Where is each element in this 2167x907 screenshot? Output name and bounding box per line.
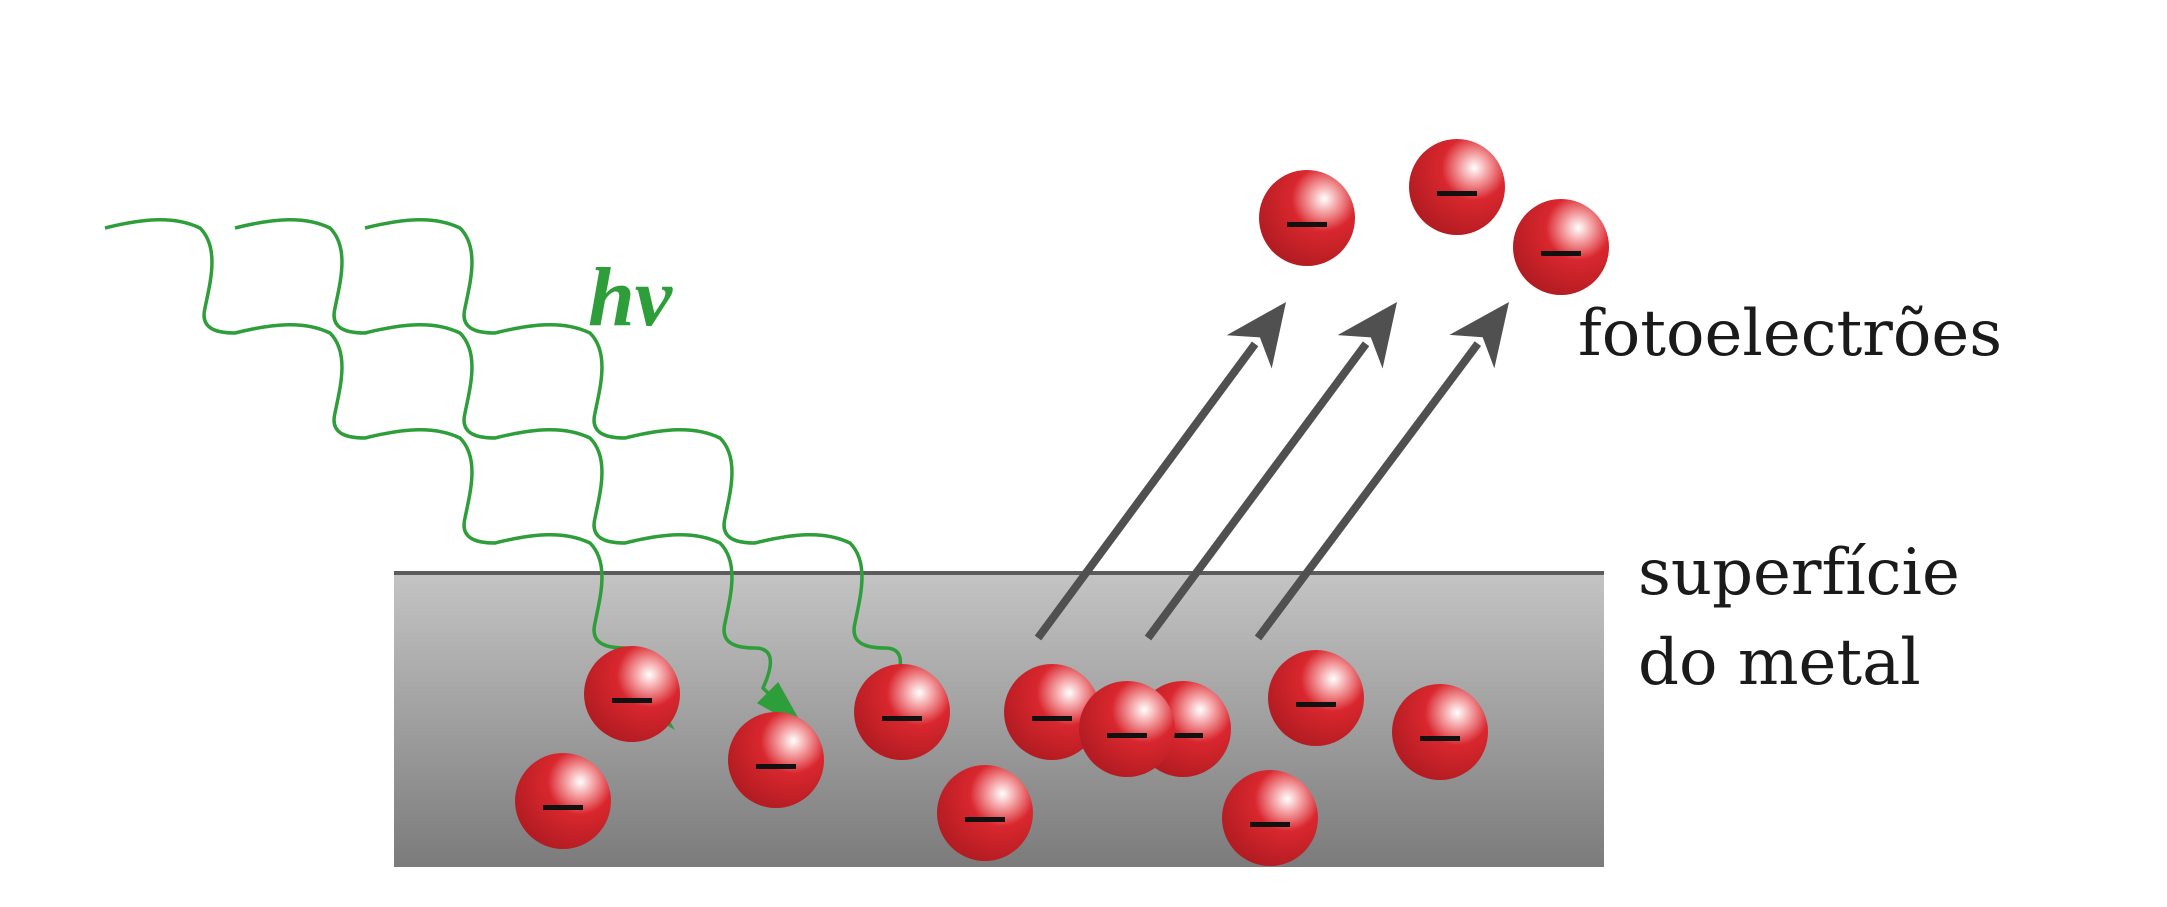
bound-electron-6 (937, 765, 1033, 861)
bound-electron-3-sphere (728, 712, 824, 808)
bound-electron-8-charge-sign (1296, 702, 1336, 707)
emitted-electron-2-charge-sign (1437, 191, 1477, 196)
emitted-electron-3-charge-sign (1541, 251, 1581, 256)
emission-arrow-shaft-1 (1034, 341, 1259, 641)
emitted-electron-1 (1259, 170, 1355, 266)
bound-electron-3 (728, 712, 824, 808)
emitted-electron-1-sphere (1259, 170, 1355, 266)
bound-electron-1-charge-sign (612, 698, 652, 703)
bound-electron-9 (1392, 684, 1488, 780)
photon-wave-2 (234, 218, 795, 720)
emission-arrowhead-3 (1449, 302, 1509, 369)
bound-electron-4-sphere (854, 664, 950, 760)
bound-electron-7-charge-sign (1163, 733, 1203, 738)
emitted-electron-2 (1409, 139, 1505, 235)
emission-arrow-shaft-2 (1144, 341, 1370, 641)
photon-wave-3 (364, 218, 925, 720)
bound-electron-10 (1222, 770, 1318, 866)
bound-electron-6-charge-sign (965, 817, 1005, 822)
bound-electron-5-sphere (1004, 664, 1100, 760)
bound-electron-4-charge-sign (882, 716, 922, 721)
bound-electron-5 (1004, 664, 1100, 760)
bound-electron-8-sphere (1268, 650, 1364, 746)
emitted-electron-2-sphere (1409, 139, 1505, 235)
photon-wave-1 (104, 218, 665, 720)
electrons (515, 139, 1609, 866)
photoelectrons-label: fotoelectrões (1578, 297, 2002, 371)
bound-electron-11-charge-sign (1107, 733, 1147, 738)
bound-electron-3-charge-sign (756, 764, 796, 769)
bound-electron-4 (854, 664, 950, 760)
bound-electron-11 (1079, 681, 1175, 777)
bound-electron-2 (515, 753, 611, 849)
bound-electron-2-charge-sign (543, 805, 583, 810)
bound-electron-5-charge-sign (1032, 716, 1072, 721)
bound-electron-1-sphere (584, 646, 680, 742)
emission-arrow-shaft-3 (1254, 341, 1482, 641)
bound-electron-8 (1268, 650, 1364, 746)
bound-electron-10-charge-sign (1250, 822, 1290, 827)
bound-electron-11-sphere (1079, 681, 1175, 777)
emitted-electron-3-sphere (1513, 199, 1609, 295)
emitted-electron-3 (1513, 199, 1609, 295)
bound-electron-1 (584, 646, 680, 742)
bound-electron-9-sphere (1392, 684, 1488, 780)
bound-electron-6-sphere (937, 765, 1033, 861)
bound-electron-2-sphere (515, 753, 611, 849)
emission-arrows (1034, 302, 1509, 641)
bound-electron-10-sphere (1222, 770, 1318, 866)
surface-label-line2: do metal (1638, 626, 1921, 700)
emitted-electron-1-charge-sign (1287, 222, 1327, 227)
emission-arrowhead-2 (1337, 302, 1397, 369)
emission-arrowhead-1 (1226, 302, 1286, 369)
photon-energy-label: hν (588, 251, 674, 344)
surface-label-line1: superfície (1638, 536, 1960, 610)
bound-electron-9-charge-sign (1420, 736, 1460, 741)
